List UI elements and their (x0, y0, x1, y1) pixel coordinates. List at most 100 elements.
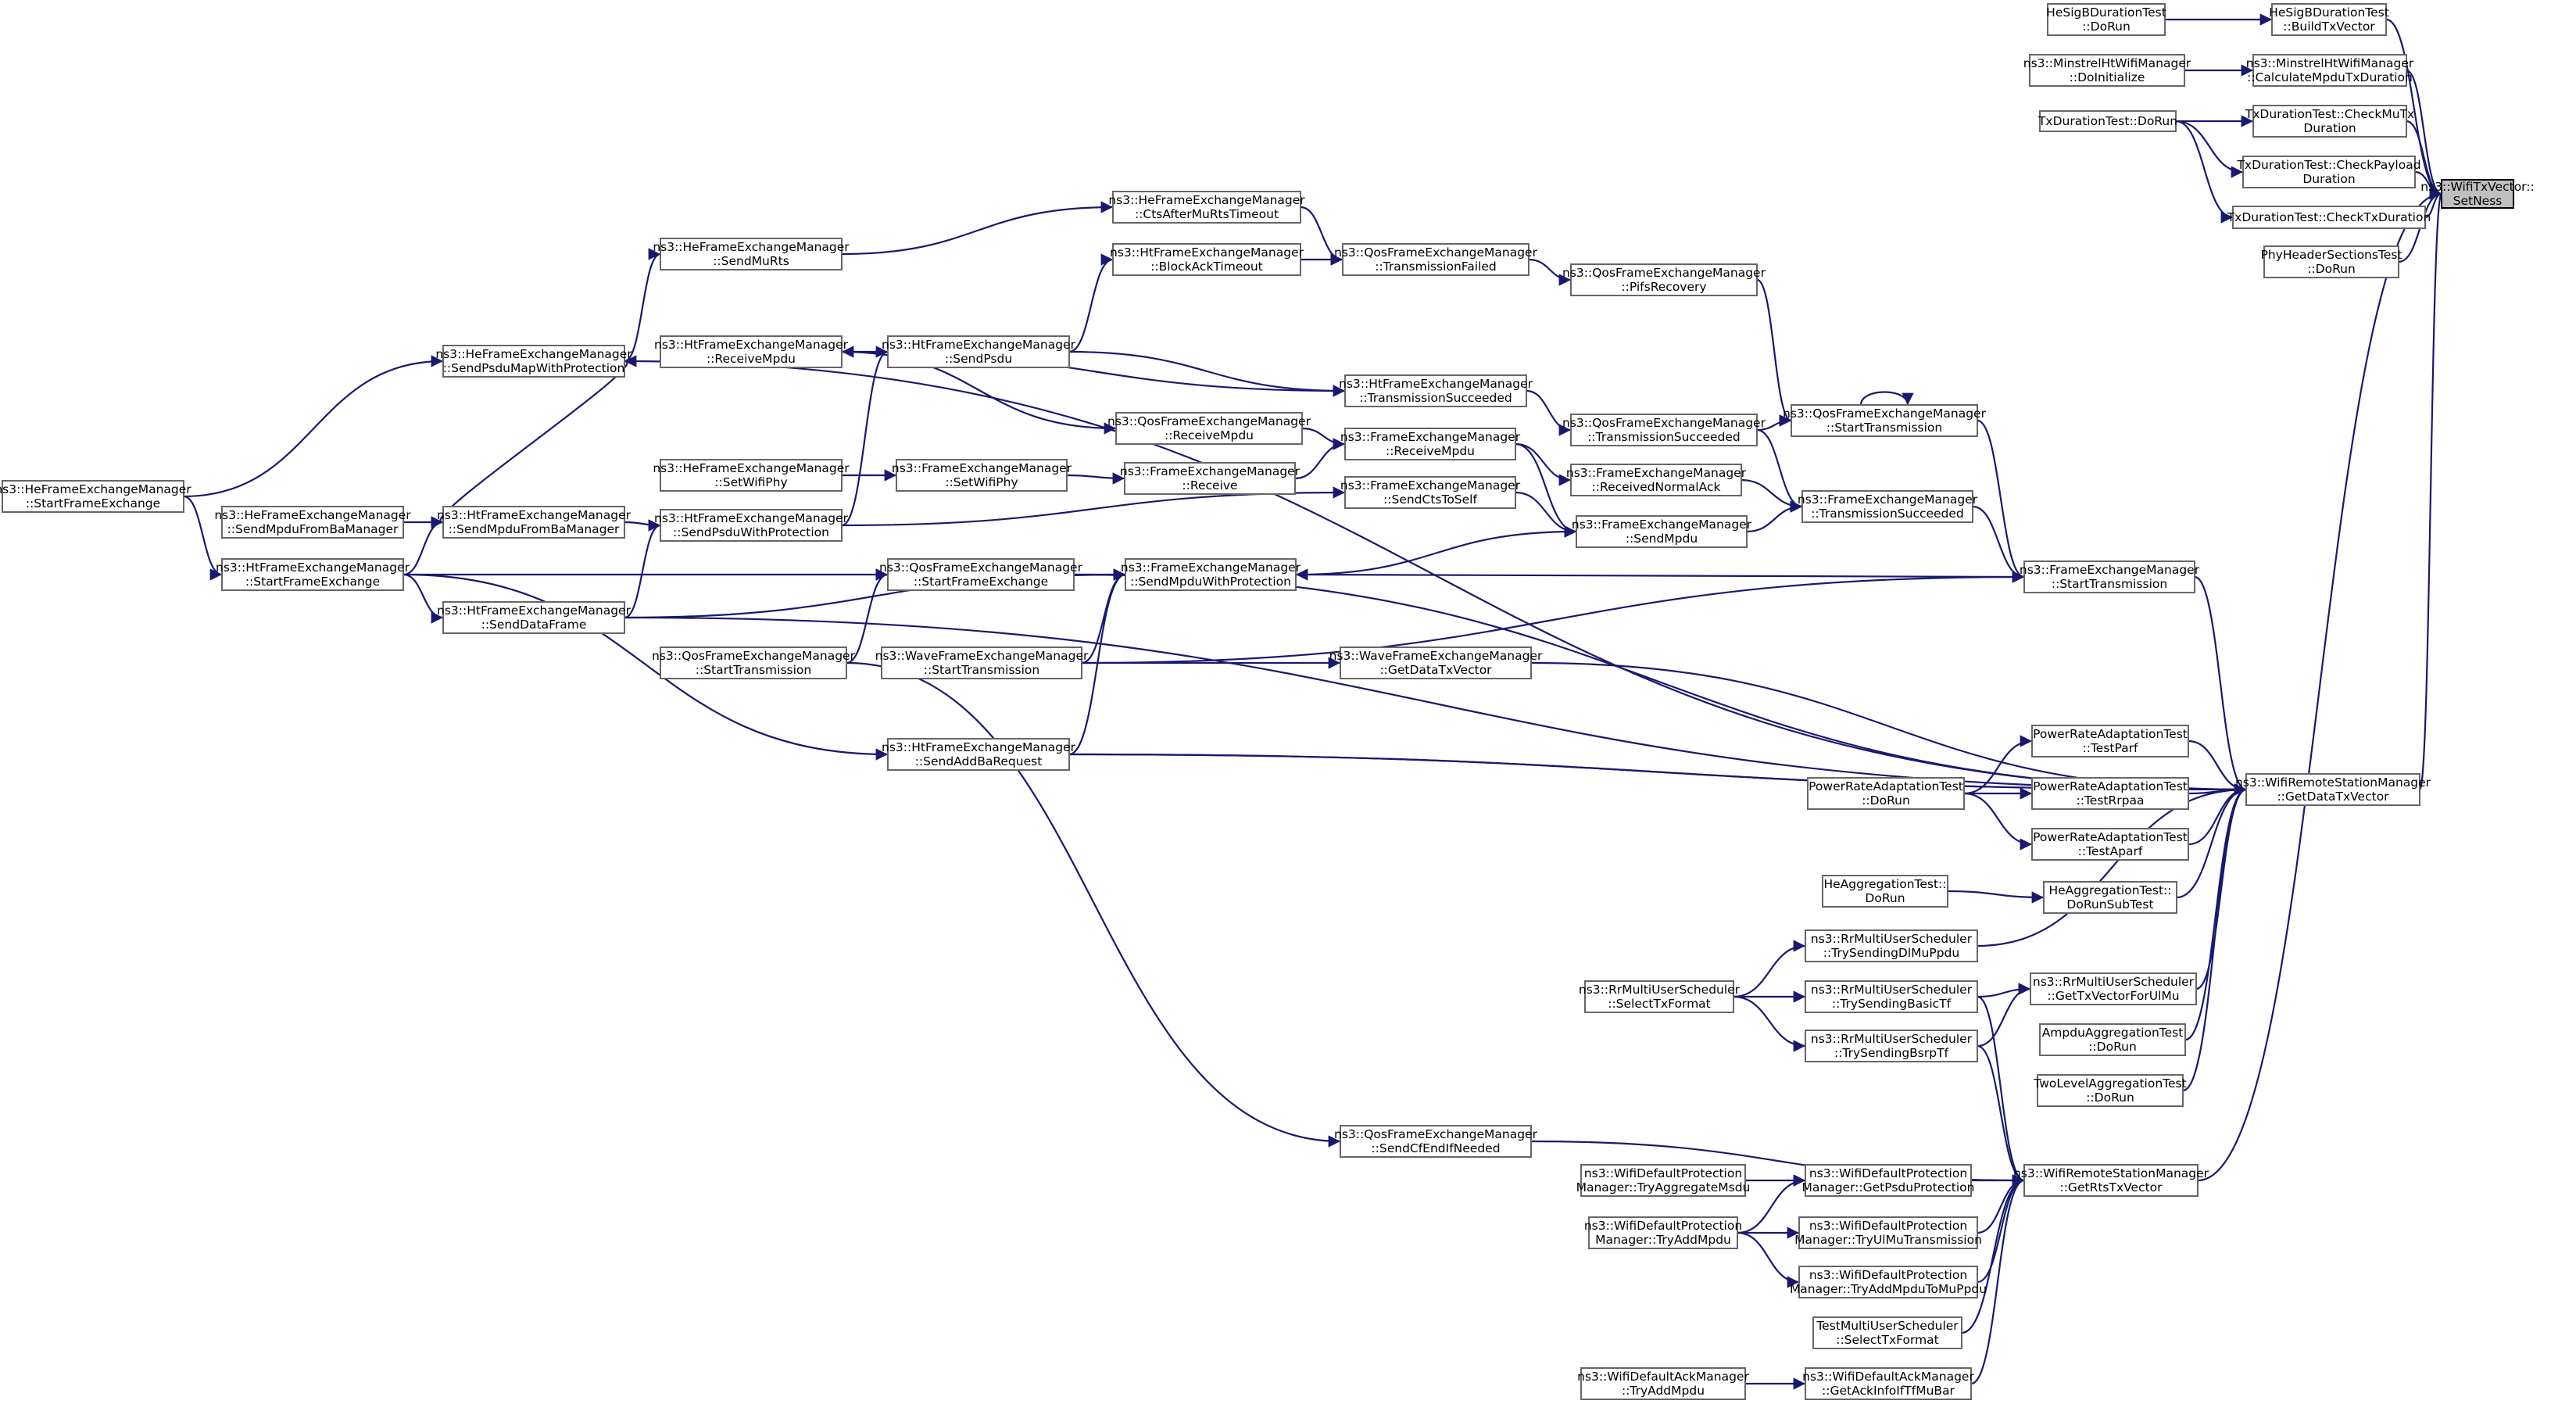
node-label-line: Duration (2302, 172, 2355, 186)
graph-node-phyheader[interactable]: PhyHeaderSectionsTest::DoRun (2261, 245, 2402, 278)
node-label-line: ns3::RrMultiUserScheduler (1811, 1032, 1973, 1046)
node-label-line: Manager::TryUlMuTransmission (1794, 1233, 1982, 1247)
graph-node-ht-startfe[interactable]: ns3::HtFrameExchangeManager::StartFrameE… (216, 558, 410, 591)
node-label-line: ::TrySendingDlMuPpdu (1823, 946, 1959, 960)
graph-node-fe-setwifiphy[interactable]: ns3::FrameExchangeManager::SetWifiPhy (892, 459, 1072, 492)
node-box (221, 506, 404, 539)
graph-node-getdatatx[interactable]: ns3::WifiRemoteStationManager::GetDataTx… (2235, 773, 2431, 806)
graph-node-wdp-tryaddmpdumu[interactable]: ns3::WifiDefaultProtectionManager::TryAd… (1790, 1266, 1987, 1298)
node-label-line: DoRun (1865, 891, 1905, 905)
graph-node-wave-getdatatx[interactable]: ns3::WaveFrameExchangeManager::GetDataTx… (1329, 646, 1543, 679)
node-label-line: ns3::MinstrelHtWifiManager (2023, 56, 2191, 70)
graph-node-wda-tryaddmpdu[interactable]: ns3::WifiDefaultAckManager::TryAddMpdu (1577, 1367, 1749, 1400)
graph-node-fe-recvnormalack[interactable]: ns3::FrameExchangeManager::ReceivedNorma… (1566, 464, 1747, 496)
node-label-line: ::SendCfEndIfNeeded (1371, 1141, 1500, 1155)
graph-node-ht-txsucc[interactable]: ns3::HtFrameExchangeManager::Transmissio… (1339, 374, 1533, 407)
graph-node-fe-sendmpdu[interactable]: ns3::FrameExchangeManager::SendMpdu (1572, 515, 1752, 548)
graph-node-he-setwifiphy[interactable]: ns3::HeFrameExchangeManager::SetWifiPhy (653, 459, 850, 492)
graph-node-he-sendpsdumap[interactable]: ns3::HeFrameExchangeManager::SendPsduMap… (435, 345, 632, 378)
node-label-line: ns3::RrMultiUserScheduler (2033, 975, 2195, 989)
graph-node-getrtstx[interactable]: ns3::WifiRemoteStationManager::GetRtsTxV… (2013, 1164, 2209, 1197)
graph-node-hesigb-dorun[interactable]: HeSigBDurationTest::DoRun (2046, 3, 2166, 36)
graph-node-fe-starttx[interactable]: ns3::FrameExchangeManager::StartTransmis… (2020, 561, 2200, 593)
graph-node-ht-sendpsduwp[interactable]: ns3::HtFrameExchangeManager::SendPsduWit… (654, 509, 849, 542)
graph-node-fe-sendmpduwp[interactable]: ns3::FrameExchangeManager::SendMpduWithP… (1121, 558, 1301, 591)
graph-node-qos-txfailed[interactable]: ns3::QosFrameExchangeManager::Transmissi… (1334, 243, 1538, 276)
graph-node-pra-testparf[interactable]: PowerRateAdaptationTest::TestParf (2031, 725, 2189, 758)
graph-node-setness[interactable]: ns3::WifiTxVector::SetNess (2420, 179, 2535, 209)
graph-node-wdp-tryaddmpdu[interactable]: ns3::WifiDefaultProtectionManager::TryAd… (1584, 1216, 1742, 1249)
graph-node-ampdu-dorun[interactable]: AmpduAggregationTest::DoRun (2039, 1023, 2186, 1056)
graph-node-tmus-selecttx[interactable]: TestMultiUserScheduler::SelectTxFormat (1812, 1316, 1962, 1349)
node-label-line: ::TransmissionFailed (1375, 260, 1497, 274)
graph-node-ht-sendmpdufromba[interactable]: ns3::HtFrameExchangeManager::SendMpduFro… (437, 506, 631, 539)
graph-node-ht-senddataframe[interactable]: ns3::HtFrameExchangeManager::SendDataFra… (437, 601, 631, 634)
graph-node-minstrel-calc[interactable]: ns3::MinstrelHtWifiManager::CalculateMpd… (2246, 54, 2414, 87)
node-box (1822, 875, 1948, 908)
graph-node-heagg-dorun[interactable]: HeAggregationTest::DoRun (1822, 875, 1948, 908)
node-label-line: PowerRateAdaptationTest (2033, 830, 2188, 844)
graph-node-hesigb-build[interactable]: HeSigBDurationTest::BuildTxVector (2269, 3, 2389, 36)
node-label-line: ::SendMpduFromBaManager (227, 522, 399, 536)
graph-node-txdur-dorun[interactable]: TxDurationTest::DoRun (2038, 110, 2177, 132)
graph-node-rr-trydlmu[interactable]: ns3::RrMultiUserScheduler::TrySendingDlM… (1805, 929, 1978, 962)
graph-node-rr-gettxulmu[interactable]: ns3::RrMultiUserScheduler::GetTxVectorFo… (2030, 972, 2197, 1005)
graph-node-wdp-getpsdu[interactable]: ns3::WifiDefaultProtectionManager::GetPs… (1802, 1164, 1975, 1197)
graph-node-wave-starttx[interactable]: ns3::WaveFrameExchangeManager::StartTran… (875, 646, 1089, 679)
node-box (1342, 243, 1530, 276)
edge-qos-startfe-to-getdatatx (1073, 573, 2247, 796)
graph-node-qos-sendcfend[interactable]: ns3::QosFrameExchangeManager::SendCfEndI… (1334, 1125, 1538, 1158)
graph-node-wdp-tryulmu[interactable]: ns3::WifiDefaultProtectionManager::TryUl… (1794, 1216, 1982, 1249)
graph-node-ht-receivempdu[interactable]: ns3::HtFrameExchangeManager::ReceiveMpdu (654, 335, 849, 368)
graph-node-ht-sendpsdu[interactable]: ns3::HtFrameExchangeManager::SendPsdu (882, 335, 1076, 368)
graph-node-rr-trybasictf[interactable]: ns3::RrMultiUserScheduler::TrySendingBas… (1805, 980, 1978, 1013)
graph-node-fe-receive[interactable]: ns3::FrameExchangeManager::Receive (1120, 462, 1301, 495)
graph-node-twolevel-dorun[interactable]: TwoLevelAggregationTest::DoRun (2033, 1074, 2187, 1107)
node-label-line: ns3::QosFrameExchangeManager (1107, 414, 1311, 428)
node-box (1805, 1030, 1978, 1062)
graph-node-he-startfe[interactable]: ns3::HeFrameExchangeManager::StartFrameE… (0, 480, 191, 513)
node-label-line: ns3::WifiDefaultProtection (1809, 1219, 1967, 1233)
graph-node-he-sendmpdufromba[interactable]: ns3::HeFrameExchangeManager::SendMpduFro… (214, 506, 411, 539)
graph-node-qos-startfe[interactable]: ns3::QosFrameExchangeManager::StartFrame… (879, 558, 1083, 591)
node-box (1805, 1367, 1972, 1400)
graph-node-qos-txsucc[interactable]: ns3::QosFrameExchangeManager::Transmissi… (1562, 414, 1766, 446)
graph-node-txdur-checktx[interactable]: TxDurationTest::CheckTxDuration (2227, 206, 2431, 229)
node-label-line: TwoLevelAggregationTest (2033, 1076, 2186, 1091)
edge-ht-senddataframe-to-ht-sendpsduwp (624, 519, 661, 619)
graph-node-wda-getackinfo[interactable]: ns3::WifiDefaultAckManager::GetAckInfoIf… (1802, 1367, 1974, 1400)
edge-ht-txsucc-to-qos-txsucc (1526, 389, 1572, 436)
graph-node-qos-starttx2[interactable]: ns3::QosFrameExchangeManager::StartTrans… (652, 646, 856, 679)
graph-node-qos-starttx[interactable]: ns3::QosFrameExchangeManager::StartTrans… (1783, 404, 1987, 437)
edge-qos-txsucc-to-qos-starttx (1756, 414, 1792, 432)
node-box (442, 601, 625, 634)
edge-fe-receivempdu-to-fe-sendmpdu (1515, 442, 1577, 538)
node-label-line: ::StartFrameExchange (914, 575, 1048, 589)
graph-node-fe-txsucc[interactable]: ns3::FrameExchangeManager::TransmissionS… (1798, 490, 1978, 523)
graph-node-heagg-dorunsub[interactable]: HeAggregationTest::DoRunSubTest (2043, 881, 2177, 914)
graph-node-he-ctsafter[interactable]: ns3::HeFrameExchangeManager::CtsAfterMuR… (1108, 191, 1305, 224)
graph-node-qos-receivempdu[interactable]: ns3::QosFrameExchangeManager::ReceiveMpd… (1107, 412, 1311, 445)
graph-node-rr-trybsrptf[interactable]: ns3::RrMultiUserScheduler::TrySendingBsr… (1805, 1030, 1978, 1062)
node-box (887, 558, 1075, 591)
graph-node-qos-pifs[interactable]: ns3::QosFrameExchangeManager::PifsRecove… (1562, 263, 1766, 296)
edge-fe-txsucc-to-fe-starttx (1972, 505, 2025, 583)
graph-node-pra-dorun[interactable]: PowerRateAdaptationTest::DoRun (1807, 777, 1965, 810)
graph-node-fe-sendctstoself[interactable]: ns3::FrameExchangeManager::SendCtsToSelf (1340, 476, 1521, 509)
node-label-line: ns3::HtFrameExchangeManager (1339, 377, 1533, 391)
node-label-line: SetNess (2453, 194, 2503, 208)
graph-node-ht-sendaddba[interactable]: ns3::HtFrameExchangeManager::SendAddBaRe… (882, 738, 1076, 771)
node-label-line: ns3::FrameExchangeManager (1340, 478, 1521, 492)
graph-node-pra-testrrpaa[interactable]: PowerRateAdaptationTest::TestRrpaa (2031, 777, 2189, 810)
graph-node-he-sendmurts[interactable]: ns3::HeFrameExchangeManager::SendMuRts (653, 238, 850, 270)
graph-node-fe-receivempdu[interactable]: ns3::FrameExchangeManager::ReceiveMpdu (1340, 428, 1521, 460)
graph-node-minstrel-init[interactable]: ns3::MinstrelHtWifiManager::DoInitialize (2023, 54, 2191, 87)
edge-twolevel-dorun-to-getdatatx (2182, 783, 2247, 1092)
graph-node-wdp-tryaggmsdu[interactable]: ns3::WifiDefaultProtectionManager::TryAg… (1576, 1164, 1751, 1197)
graph-node-pra-testaparf[interactable]: PowerRateAdaptationTest::TestAparf (2031, 828, 2189, 861)
graph-node-rr-selecttx[interactable]: ns3::RrMultiUserScheduler::SelectTxForma… (1579, 980, 1741, 1013)
graph-node-ht-blockack[interactable]: ns3::HtFrameExchangeManager::BlockAckTim… (1110, 243, 1304, 276)
node-label-line: ::DoRun (2307, 262, 2356, 276)
